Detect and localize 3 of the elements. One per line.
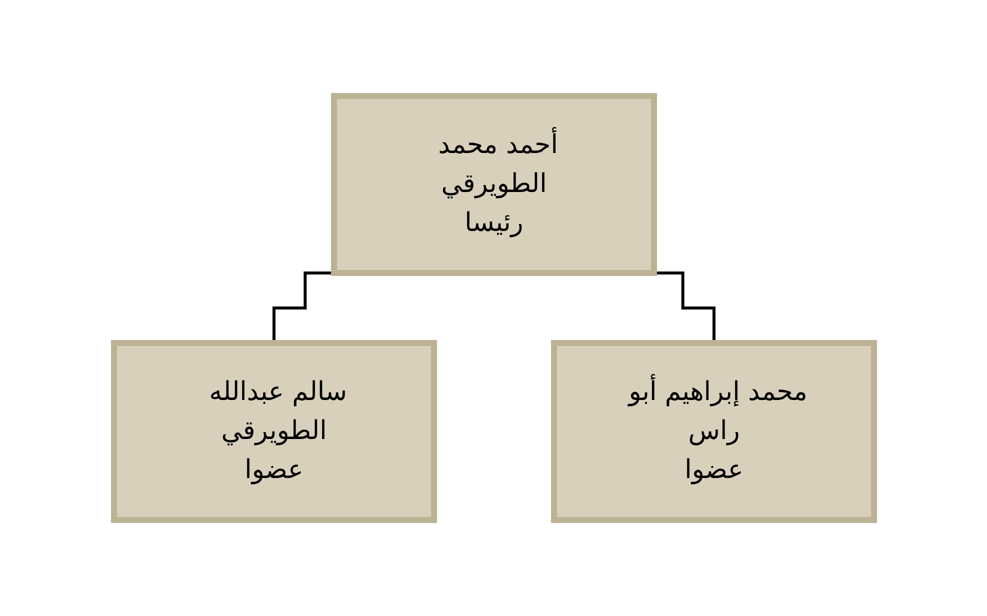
node-box: سالم عبدالله الطويرقي عضوا [110, 340, 436, 523]
node-box: محمد إبراهيم أبو راس عضوا [550, 340, 876, 523]
node-box: أحمد محمد الطويرقي رئيسا [330, 93, 656, 276]
